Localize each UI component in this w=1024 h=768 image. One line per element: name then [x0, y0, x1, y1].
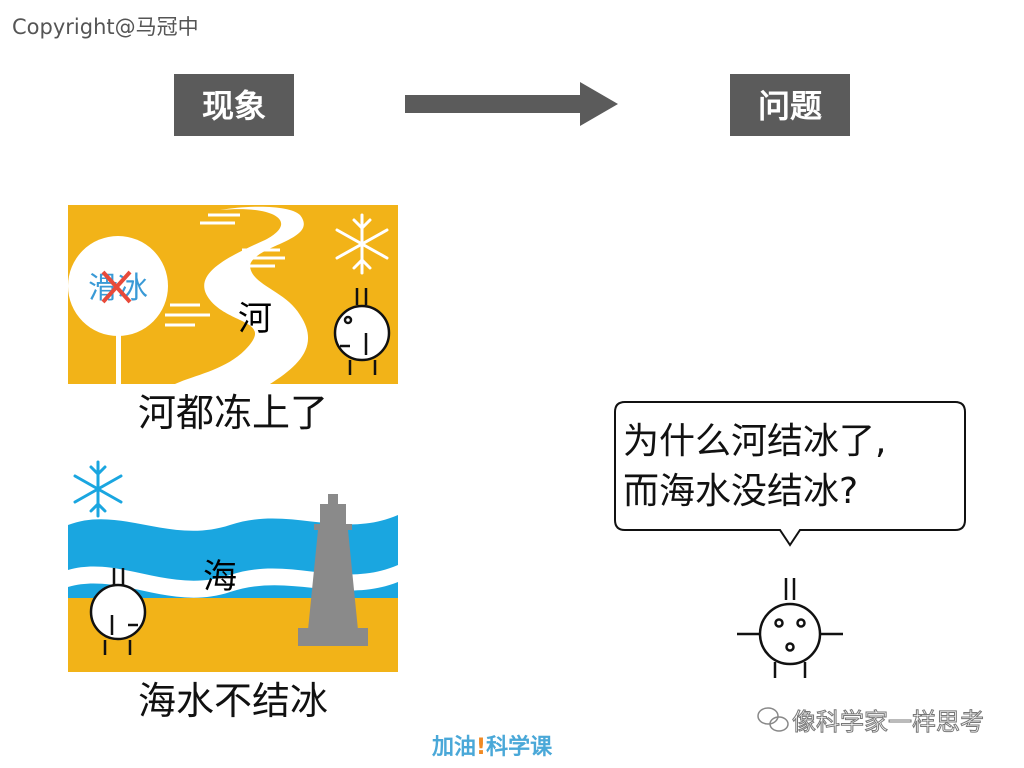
question-line-1: 为什么河结冰了,: [623, 421, 886, 462]
snowflake-icon: [73, 460, 123, 518]
question-label: 问题: [758, 87, 822, 125]
logo-part-1: 加油: [431, 735, 476, 760]
sea-label: 海: [203, 557, 237, 597]
question-line-2: 而海水没结冰?: [623, 471, 858, 512]
cross-mark-icon: [101, 270, 132, 304]
wechat-icon: [757, 707, 789, 732]
phenomenon-label: 现象: [202, 87, 266, 125]
sea-illustration: 海: [68, 460, 398, 672]
river-caption: 河都冻上了: [138, 391, 328, 435]
snowflake-icon: [335, 213, 389, 275]
logo-part-2: 科学课: [486, 734, 553, 760]
character-icon: [333, 288, 391, 375]
copyright-text: Copyright@马冠中: [12, 15, 199, 39]
character-icon: [89, 568, 147, 655]
speech-bubble: 为什么河结冰了, 而海水没结冰?: [614, 401, 966, 547]
brand-logo: 加油!科学课: [431, 734, 553, 760]
logo-exclamation: !: [476, 735, 486, 760]
phenomenon-label-box: 现象: [174, 74, 294, 136]
river-label: 河: [238, 299, 272, 339]
question-label-box: 问题: [730, 74, 850, 136]
watermark-text: 像科学家一样思考: [792, 708, 984, 736]
sea-caption: 海水不结冰: [138, 679, 328, 723]
lighthouse-icon: [298, 494, 368, 646]
arrow-right-icon: [405, 82, 618, 126]
river-illustration: 滑冰 河: [68, 205, 398, 384]
thinking-character-icon: [737, 578, 843, 678]
